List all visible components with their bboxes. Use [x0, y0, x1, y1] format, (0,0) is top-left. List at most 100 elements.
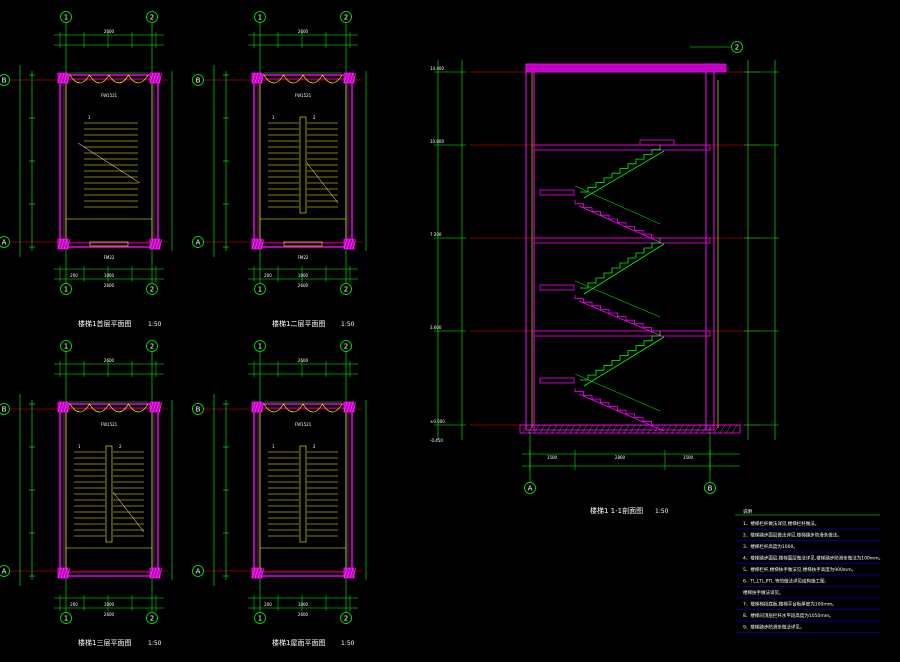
door-label: FM22 — [104, 255, 115, 260]
column-br-hatch — [155, 567, 160, 579]
ground-hatch — [593, 424, 600, 434]
door-label: FM22 — [298, 255, 309, 260]
dim-top-value: 2600 — [104, 358, 115, 363]
wall-inner — [257, 78, 349, 244]
axis-side-b-bubble-circle — [192, 403, 204, 415]
column-tr-hatch — [352, 72, 357, 84]
stair-well — [299, 116, 307, 214]
column-tr — [149, 72, 161, 84]
column-tl-hatch — [66, 72, 71, 84]
axis-top-2-bubble-label: 2 — [150, 343, 154, 351]
ground-hatch — [623, 424, 630, 434]
ground-hatch — [653, 424, 660, 434]
dim-bottom-value-3: 2600 — [298, 612, 309, 617]
column-br-hatch — [155, 238, 160, 250]
column-tr — [149, 401, 161, 413]
notes-item-6: 6、TL,LTL,PTL 等的做法详见结构施工图, — [743, 578, 826, 585]
stair-mark-2: 2 — [119, 444, 122, 449]
stair-mark: 1 — [88, 115, 91, 120]
ground-hatch — [731, 424, 738, 434]
column-br-hatch — [352, 567, 357, 579]
axis-bottom-1-bubble-label: 1 — [258, 286, 262, 294]
window-label: FW1521 — [295, 422, 312, 427]
column-bl-hatch — [260, 567, 265, 579]
ground-hatch — [695, 424, 702, 434]
section-axis-a-bubble-circle — [524, 482, 536, 494]
column-tl-hatch — [257, 72, 262, 84]
flight-cut-3 — [574, 200, 660, 239]
axis-bottom-1-bubble-circle — [60, 283, 72, 295]
flight-beyond-3 — [580, 145, 661, 193]
stair-well — [299, 445, 307, 543]
axis-bottom-1-bubble-label: 1 — [64, 286, 68, 294]
axis-top-2-bubble-circle — [340, 11, 352, 23]
column-br-hatch — [158, 567, 163, 579]
column-tr-hatch — [152, 72, 157, 84]
wall-inner — [257, 407, 349, 573]
column-bl-hatch — [57, 567, 62, 579]
column-tr-hatch — [158, 401, 163, 413]
landing-slab — [539, 377, 575, 384]
level-label: 10.800 — [430, 139, 444, 144]
axis-top-2-bubble-label: 2 — [344, 343, 348, 351]
wall-inner — [63, 407, 155, 573]
dim-bottom-value-2: 1000 — [298, 602, 309, 607]
notes-item-4: 4、楼梯踏步面层,楼梯面层做法详见,楼梯踏步防滑条做法为100mm。 — [743, 555, 883, 562]
dim-top-value: 2600 — [298, 29, 309, 34]
landing-slab — [539, 284, 575, 291]
level-label: 3.600 — [430, 325, 442, 330]
column-tl — [57, 72, 69, 84]
column-tr-hatch — [152, 401, 157, 413]
column-tl-hatch — [260, 72, 265, 84]
axis-top-1-bubble-circle — [60, 340, 72, 352]
section-top-tag-bubble-circle — [731, 41, 743, 53]
axis-bottom-2-bubble-circle — [146, 283, 158, 295]
railing — [574, 185, 661, 225]
column-tr-hatch — [149, 72, 154, 84]
dim-bottom-value-1: 200 — [70, 602, 78, 607]
ground-hatch — [671, 424, 678, 434]
column-bl-hatch — [66, 567, 71, 579]
column-bl-hatch — [63, 567, 68, 579]
section-axis-a-bubble-label: A — [528, 485, 533, 493]
ground-hatch — [527, 424, 534, 434]
door — [89, 241, 129, 247]
dim-top-value: 2600 — [298, 358, 309, 363]
column-br-hatch — [149, 238, 154, 250]
notes-item-10: 9、楼梯踏步防滑条做法详见。 — [743, 624, 804, 631]
column-tr — [343, 72, 355, 84]
ground-hatch — [713, 424, 720, 434]
stair-mark-2: 2 — [313, 444, 316, 449]
window-curtain — [69, 403, 149, 413]
section-axis-b-bubble-label: B — [708, 485, 713, 493]
column-bl-hatch — [66, 238, 71, 250]
column-bl — [57, 238, 69, 250]
dim-bottom-value-2: 1000 — [104, 602, 115, 607]
axis-bottom-1-bubble-label: 1 — [258, 615, 262, 623]
column-bl — [57, 567, 69, 579]
ground-hatch — [617, 424, 624, 434]
plan-4-scale: 1:50 — [341, 640, 355, 647]
flight-beyond-1-soffit — [583, 336, 665, 387]
notes-item-3: 3、楼梯栏杆高度为1000。 — [743, 543, 798, 550]
axis-top-1-bubble-circle — [254, 11, 266, 23]
window-label: FW1521 — [101, 93, 118, 98]
notes-block: 说明 1、楼梯栏杆做法详见,楼梯栏杆做法。2、楼梯踏步面层做法详见,楼梯踏步防滑… — [735, 508, 883, 633]
ground-hatch — [725, 424, 732, 434]
door — [283, 241, 323, 247]
column-br — [149, 238, 161, 250]
ground-hatch — [701, 424, 708, 434]
axis-side-b-bubble-label: B — [2, 406, 7, 414]
column-tl-hatch — [63, 401, 68, 413]
column-tl-hatch — [251, 72, 256, 84]
column-br-hatch — [158, 238, 163, 250]
column-br-hatch — [149, 567, 154, 579]
axis-bottom-1-bubble-circle — [60, 612, 72, 624]
axis-top-1-bubble-label: 1 — [258, 14, 262, 22]
column-tl-hatch — [254, 401, 259, 413]
column-tl-hatch — [254, 72, 259, 84]
ground-hatch — [521, 424, 528, 434]
ground-hatch — [569, 424, 576, 434]
